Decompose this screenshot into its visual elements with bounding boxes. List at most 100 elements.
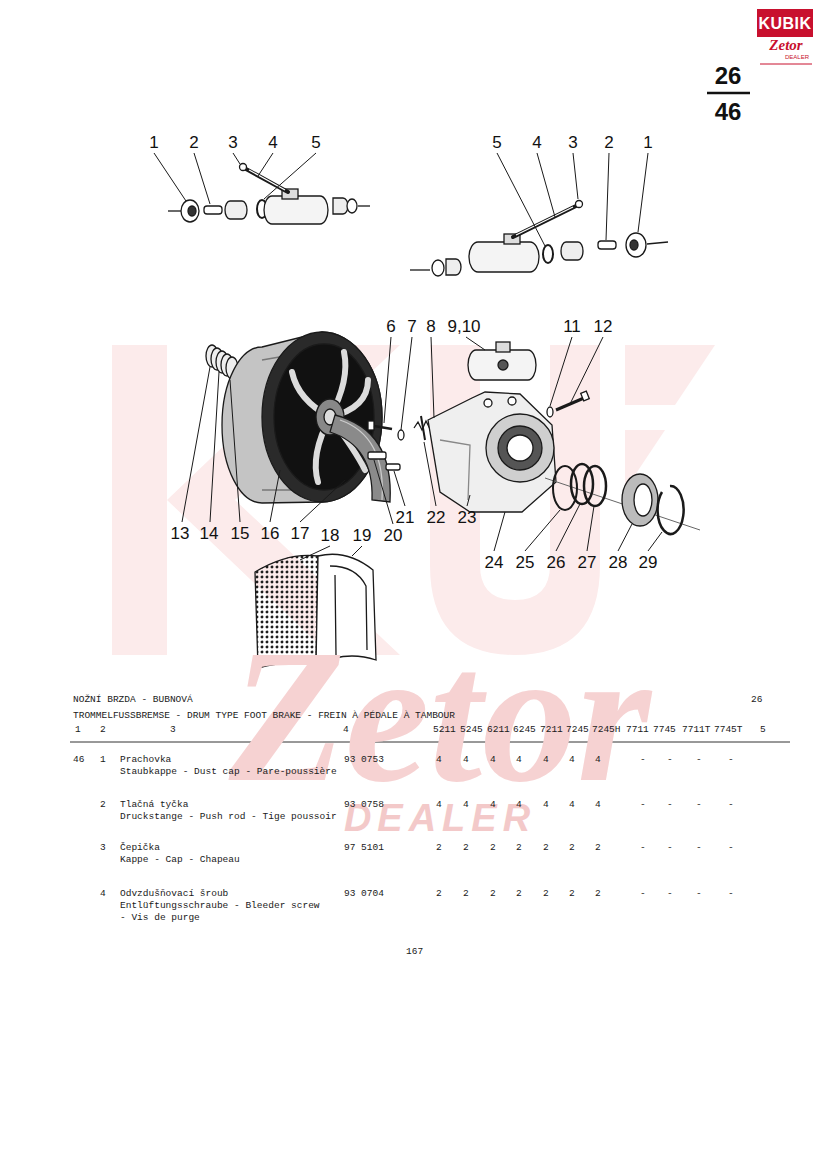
- brake-drum: [262, 332, 382, 502]
- callout-number: 18: [321, 527, 340, 544]
- callout-number: 29: [639, 554, 658, 571]
- callout-number: 14: [200, 525, 219, 542]
- callout-number: 4: [268, 134, 277, 151]
- table-cell: 7245: [566, 724, 589, 736]
- logo-block: [757, 9, 813, 37]
- small-parts: [386, 464, 400, 470]
- backing-plate: [581, 391, 590, 401]
- table-cell: Staubkappe - Dust cap - Pare-poussière: [120, 766, 337, 778]
- table-cell: 4: [543, 754, 549, 766]
- leader-line: [233, 153, 240, 164]
- leader-line: [497, 153, 545, 246]
- backing-plate: [484, 399, 492, 407]
- table-cell: -: [728, 888, 734, 900]
- watermark-shape: [112, 345, 715, 655]
- wheel-cylinder: [576, 201, 583, 208]
- fraction-bar: [707, 92, 750, 95]
- backing-plate: [428, 392, 556, 512]
- leader-line: [525, 510, 560, 551]
- table-cell: 4: [436, 799, 442, 811]
- callout-number: 27: [578, 554, 597, 571]
- table-cell: 3: [100, 842, 106, 854]
- table-cell: 4: [516, 754, 522, 766]
- table-cell: 4: [463, 799, 469, 811]
- table-cell: Odvzdušňovací šroub: [120, 888, 228, 900]
- callout-number: 5: [492, 134, 501, 151]
- table-cell: Čepička: [120, 842, 160, 854]
- leader-line: [606, 153, 609, 240]
- table-cell: -: [696, 888, 702, 900]
- table-cell: 1: [75, 724, 81, 736]
- callout-number: 16: [261, 525, 280, 542]
- leader-line: [230, 380, 240, 522]
- table-cell: Tlačná tyčka: [120, 799, 188, 811]
- callout-number: 1: [149, 134, 158, 151]
- backing-plate: [508, 397, 516, 405]
- table-cell: 5211: [433, 724, 456, 736]
- table-cell: -: [640, 799, 646, 811]
- table-cell: 2: [569, 842, 575, 854]
- table-cell: 6211: [487, 724, 510, 736]
- table-cell: 5: [760, 724, 766, 736]
- ring-set: [634, 484, 652, 516]
- table-cell: 4: [543, 799, 549, 811]
- table-cell: 4: [569, 799, 575, 811]
- callout-number: 21: [396, 509, 415, 526]
- table-cell: -: [696, 754, 702, 766]
- backing-plate: [547, 407, 553, 417]
- table-cell: -: [667, 754, 673, 766]
- small-parts: [368, 452, 386, 459]
- table-cell: 4: [516, 799, 522, 811]
- table-cell: 2: [490, 888, 496, 900]
- wheel-cylinder: [410, 201, 668, 277]
- table-cell: 167: [406, 946, 423, 958]
- leader-line: [618, 524, 632, 551]
- callout-number: 22: [427, 509, 446, 526]
- table-cell: 4: [569, 754, 575, 766]
- wheel-cylinder: [264, 196, 328, 224]
- wheel-cylinder: [240, 164, 247, 171]
- table-cell: 93 0758: [344, 799, 384, 811]
- callout-number: 26: [547, 554, 566, 571]
- table-cell: -: [728, 754, 734, 766]
- page-section: 26: [715, 60, 742, 91]
- wheel-cylinder: [647, 242, 668, 244]
- callout-number: 19: [353, 527, 372, 544]
- leader-line: [467, 495, 470, 506]
- table-cell: 2: [543, 842, 549, 854]
- leader-line: [300, 546, 330, 560]
- callout-number: 4: [532, 134, 541, 151]
- wheel-cylinder: [181, 200, 199, 222]
- table-cell: -: [640, 842, 646, 854]
- table-cell: 2: [436, 842, 442, 854]
- backing-plate: [498, 426, 542, 470]
- callout-number: 23: [458, 509, 477, 526]
- table-cell: TROMMELFUSSBREMSE - DRUM TYPE FOOT BRAKE…: [73, 710, 455, 722]
- table-cell: 4: [436, 754, 442, 766]
- leader-line: [573, 153, 578, 199]
- table-cell: -: [667, 888, 673, 900]
- leader-line: [570, 337, 603, 404]
- table-cell: -: [696, 799, 702, 811]
- table-cell: 7245H: [592, 724, 621, 736]
- ring-set: [622, 474, 658, 526]
- callout-number: 17: [291, 525, 310, 542]
- callout-number: 5: [311, 134, 320, 151]
- leader-line: [270, 470, 280, 522]
- wheel-cylinder: [626, 233, 646, 257]
- callout-number: 9,10: [447, 318, 480, 335]
- table-cell: 4: [595, 799, 601, 811]
- table-cell: 7745T: [714, 724, 743, 736]
- table-cell: -: [640, 888, 646, 900]
- table-cell: -: [696, 842, 702, 854]
- logo-block: [760, 64, 812, 65]
- callout-number: 28: [609, 554, 628, 571]
- wheel-cylinder: [446, 259, 461, 275]
- brake-shoe: [340, 420, 382, 500]
- ring-set: [658, 486, 684, 534]
- leader-line: [394, 471, 405, 506]
- small-parts: [468, 350, 536, 380]
- watermark-shape: [625, 345, 715, 490]
- leader-line: [537, 153, 555, 217]
